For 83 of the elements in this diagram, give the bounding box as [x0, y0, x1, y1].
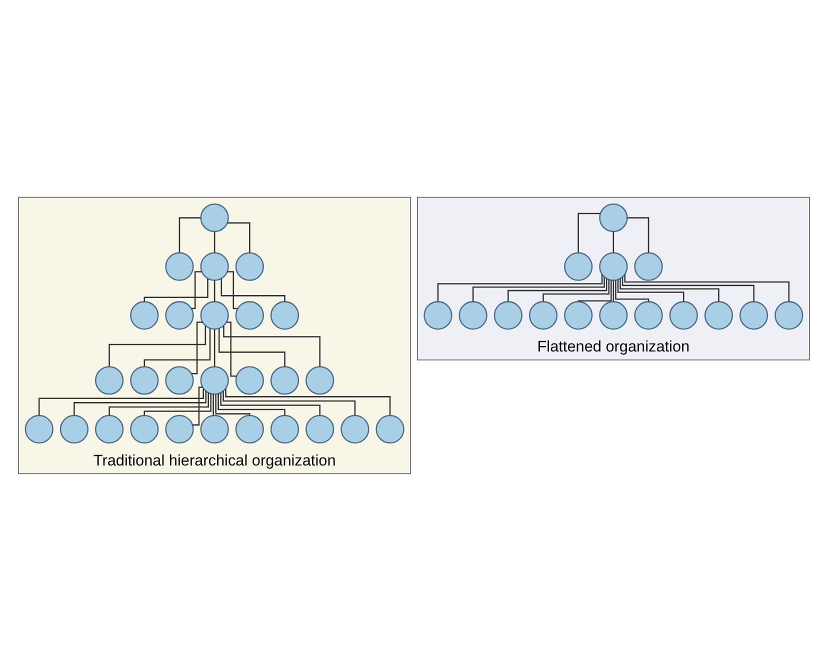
- connector: [74, 390, 206, 415]
- connector: [225, 388, 391, 415]
- node-circle: [306, 414, 334, 444]
- node-circle: [739, 300, 768, 330]
- node-circle: [130, 366, 159, 394]
- node-circle: [704, 300, 734, 330]
- connector: [38, 388, 204, 415]
- connector: [617, 279, 684, 302]
- connector: [627, 216, 650, 252]
- connector: [437, 274, 603, 301]
- connector: [472, 276, 605, 302]
- connector: [624, 274, 790, 301]
- node-circle: [424, 300, 452, 330]
- node-circle: [200, 414, 229, 444]
- connector: [612, 231, 614, 252]
- connector: [214, 328, 216, 366]
- node-circle: [94, 366, 124, 394]
- node-circle: [340, 414, 370, 444]
- connector: [578, 280, 612, 302]
- node-circle: [235, 300, 264, 330]
- connector: [542, 279, 610, 301]
- node-circle: [200, 366, 229, 394]
- connector: [620, 278, 720, 301]
- connector: [612, 280, 614, 302]
- node-circle: [774, 300, 804, 330]
- node-circle: [458, 300, 488, 330]
- connector: [578, 212, 600, 252]
- node-circle: [94, 414, 124, 444]
- connector: [144, 278, 208, 302]
- node-circle: [235, 366, 264, 394]
- connector: [227, 270, 238, 309]
- node-circle: [669, 300, 698, 330]
- node-circle: [235, 414, 264, 444]
- node-circle: [130, 414, 159, 444]
- connector: [508, 278, 608, 302]
- node-circle: [528, 300, 558, 330]
- node-circle: [270, 414, 300, 444]
- connector: [218, 393, 286, 415]
- connector: [144, 328, 211, 366]
- node-circle: [200, 300, 229, 330]
- node-circle: [200, 202, 229, 232]
- node-circle: [599, 202, 628, 232]
- cluster: Traditional hierarchical organization: [18, 196, 411, 474]
- node-circle: [165, 414, 194, 444]
- connector: [108, 325, 206, 366]
- node-circle: [24, 414, 54, 444]
- connector: [108, 392, 209, 415]
- node-circle: [270, 300, 300, 330]
- node-circle: [60, 414, 89, 444]
- connector: [178, 216, 201, 252]
- connector: [222, 390, 356, 415]
- connector: [215, 394, 250, 415]
- connector: [228, 222, 250, 252]
- node-circle: [494, 300, 522, 330]
- node-circle: [165, 252, 194, 280]
- node-circle: [599, 300, 628, 330]
- connector: [192, 386, 203, 426]
- connector: [214, 280, 216, 302]
- connector: [226, 321, 236, 376]
- connector: [212, 394, 214, 415]
- connector: [622, 276, 754, 301]
- cluster: Flattened organization: [417, 196, 810, 360]
- connector: [615, 280, 650, 302]
- node-circle: [564, 252, 593, 280]
- node-circle: [165, 366, 194, 394]
- node-circle: [200, 252, 229, 280]
- node-circle: [130, 300, 159, 330]
- node-circle: [634, 252, 663, 280]
- connector: [223, 325, 320, 366]
- node-circle: [235, 252, 264, 280]
- node-circle: [634, 300, 663, 330]
- connector: [144, 393, 212, 415]
- node-circle: [306, 366, 334, 394]
- connector: [220, 278, 286, 301]
- connector: [220, 392, 320, 415]
- node-circle: [376, 414, 404, 444]
- connector: [191, 270, 202, 309]
- node-circle: [564, 300, 593, 330]
- node-circle: [270, 366, 300, 394]
- connector: [214, 231, 216, 252]
- node-circle: [599, 252, 628, 280]
- node-circle: [165, 300, 194, 330]
- connector: [191, 321, 203, 374]
